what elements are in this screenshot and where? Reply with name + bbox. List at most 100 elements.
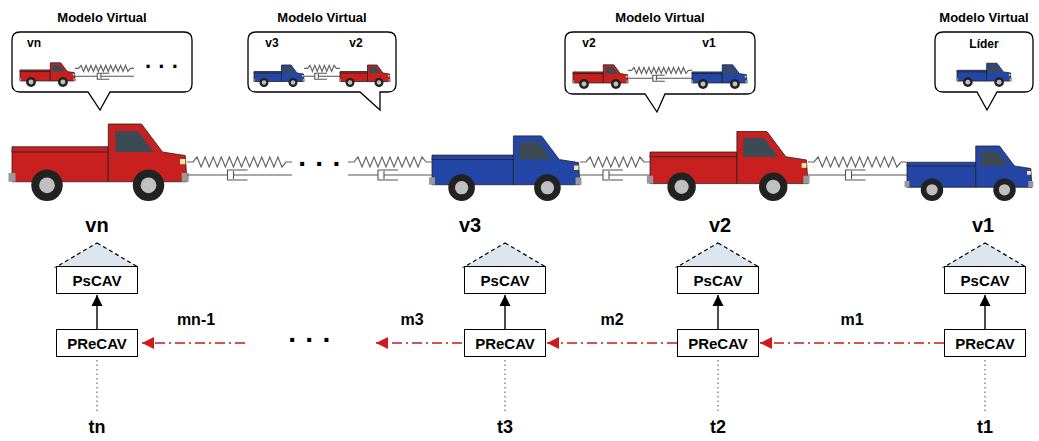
truck-headlight <box>388 75 390 77</box>
truck-bumper <box>19 78 21 81</box>
truck-window <box>115 131 154 152</box>
bubble-shape <box>565 32 755 112</box>
truck-hub <box>29 80 34 85</box>
spring-coil <box>580 157 650 167</box>
message-arrow <box>760 342 944 344</box>
truck-hub <box>926 184 937 195</box>
truck-hub <box>39 177 55 193</box>
damper-piston <box>384 171 432 179</box>
dashed-triangle <box>56 243 138 267</box>
pickup-truck <box>647 131 810 201</box>
truck-bumper <box>576 177 582 184</box>
pickup-truck <box>956 63 1012 87</box>
message-label: m2 <box>598 311 625 329</box>
module-box: PReCAV <box>464 329 546 357</box>
bubble-title: Modelo Virtual <box>57 11 146 26</box>
message-label: mn-1 <box>177 311 215 329</box>
dotted-timeline <box>504 360 505 414</box>
module-label: PReCAV <box>688 335 748 352</box>
truck-window <box>605 67 617 74</box>
spring-coil <box>808 157 907 167</box>
pickup-truck <box>691 65 748 89</box>
truck-bumper <box>182 173 189 182</box>
truck-bumper <box>303 79 305 82</box>
truck-hub <box>291 80 296 85</box>
truck-hub <box>999 184 1010 195</box>
vehicle-label: v1 <box>972 214 994 237</box>
module-label: PReCAV <box>475 335 535 352</box>
truck-hub <box>732 82 737 87</box>
speech-bubble: Modelo Virtualv3v2 <box>248 32 396 92</box>
module-label: PsCAV <box>481 272 530 289</box>
truck-wheel <box>667 173 695 201</box>
vehicle-label: v3 <box>265 37 278 51</box>
truck-wheel <box>730 79 740 89</box>
vehicle-label: vn <box>27 37 41 51</box>
vehicle-label: v3 <box>459 214 481 237</box>
message-label: m3 <box>400 311 423 329</box>
truck-wheel <box>994 77 1004 87</box>
truck-bumper <box>1028 181 1033 187</box>
module-box: PsCAV <box>56 266 138 294</box>
truck-wheel <box>346 78 355 87</box>
damper-piston <box>234 171 293 179</box>
spring-damper <box>628 67 692 81</box>
truck-wheel <box>260 78 269 87</box>
vehicle-label: v1 <box>702 37 715 51</box>
time-label: t3 <box>497 417 513 438</box>
module-box: PReCAV <box>677 329 759 357</box>
bubble-shape <box>935 32 1033 110</box>
truck-bumper <box>956 78 958 81</box>
truck-wheel <box>133 170 165 202</box>
bubble-title: Modelo Virtual <box>939 11 1028 26</box>
truck-wheel <box>289 78 298 87</box>
truck-wheel <box>921 179 944 202</box>
bubble-shape <box>12 32 192 110</box>
spring-damper <box>580 157 650 180</box>
truck-bumper <box>905 181 910 187</box>
vehicle-label: v2 <box>582 37 595 51</box>
truck-bumper <box>626 80 628 83</box>
spring-coil <box>304 65 340 71</box>
time-label: t2 <box>710 417 726 438</box>
bubble-title: Modelo Virtual <box>277 11 366 26</box>
truck-hub <box>965 80 970 85</box>
truck-bed-rail <box>692 72 722 74</box>
truck-hub <box>262 80 267 85</box>
truck-bumper <box>803 176 809 184</box>
truck-headlight <box>73 74 75 76</box>
truck-wheel <box>759 173 787 201</box>
ellipsis: · · · <box>298 148 342 180</box>
truck-bed-rail <box>12 147 108 152</box>
truck-bed-rail <box>254 72 282 74</box>
module-label: PReCAV <box>67 335 127 352</box>
truck-hub <box>141 177 157 193</box>
flow-arrow <box>717 295 718 329</box>
truck-window <box>52 65 64 72</box>
truck-headlight <box>1009 74 1011 76</box>
truck-wheel <box>448 174 475 201</box>
truck-hub <box>613 82 618 87</box>
dotted-timeline <box>984 360 985 414</box>
truck-hub <box>455 181 468 194</box>
vehicle-label: v2 <box>349 37 362 51</box>
truck-bed-rail <box>340 72 368 74</box>
spring-damper <box>304 65 340 79</box>
module-label: PsCAV <box>694 272 743 289</box>
pickup-truck <box>339 65 391 87</box>
pickup-truck <box>9 124 189 201</box>
truck-bumper <box>389 79 391 82</box>
truck-window <box>981 151 1009 166</box>
truck-wheel <box>579 79 589 89</box>
module-label: PReCAV <box>955 335 1015 352</box>
truck-wheel <box>534 174 561 201</box>
module-box: PsCAV <box>677 266 759 294</box>
truck-wheel <box>26 77 36 87</box>
truck-bed-rail <box>907 162 976 166</box>
truck-wheel <box>58 77 68 87</box>
dashed-triangle <box>464 243 546 267</box>
damper-piston <box>609 171 650 179</box>
spring-damper <box>75 65 134 79</box>
truck-window <box>370 67 381 73</box>
damper-piston <box>318 74 340 79</box>
